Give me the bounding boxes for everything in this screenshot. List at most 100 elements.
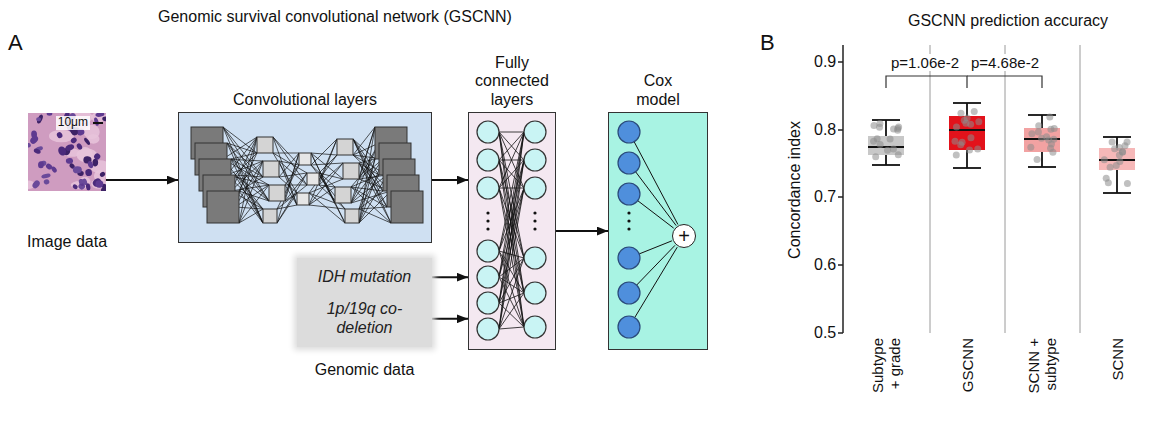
- data-point: [1049, 149, 1056, 156]
- ellipsis-dot: [486, 227, 489, 230]
- box-heading: Convolutional layers: [233, 91, 377, 109]
- filter-square: [335, 187, 351, 203]
- arrow-connector: [432, 179, 468, 181]
- y-tick: [838, 196, 843, 198]
- tissue-ground: [28, 113, 106, 191]
- panel-title: GSCNN prediction accuracy: [908, 12, 1108, 30]
- data-point: [1119, 149, 1126, 156]
- ellipsis-dot: [533, 219, 536, 222]
- cell-nucleus: [72, 184, 79, 191]
- data-point: [1035, 122, 1042, 129]
- data-point: [971, 108, 978, 115]
- conv-link: [309, 205, 345, 209]
- data-point: [1048, 141, 1055, 148]
- conv-link: [359, 191, 391, 223]
- filter-square: [257, 137, 273, 153]
- neuron-link: [499, 327, 524, 329]
- data-point: [957, 110, 964, 117]
- cell-nucleus: [83, 137, 91, 146]
- cell-nucleus: [41, 173, 51, 179]
- neuron: [524, 282, 546, 304]
- cell-nucleus: [93, 152, 102, 161]
- data-point: [1028, 130, 1035, 137]
- panel-title: Genomic survival convolutional network (…: [158, 8, 512, 26]
- cell-nucleus: [43, 178, 50, 185]
- box: [1099, 148, 1135, 170]
- conv-link: [239, 209, 263, 223]
- cox-unit: [618, 121, 640, 143]
- group-separator: [1080, 45, 1081, 333]
- arrow-connector: [556, 230, 608, 232]
- data-point: [1119, 149, 1126, 156]
- neuron: [477, 177, 499, 199]
- ellipsis-dot: [533, 211, 536, 214]
- significance-bracket: [886, 76, 967, 88]
- conv-link: [239, 137, 257, 223]
- cell-nucleus: [87, 160, 94, 169]
- data-point: [1116, 158, 1123, 165]
- whisker-cap: [1028, 166, 1056, 168]
- cell-nucleus: [28, 142, 31, 148]
- neuron: [524, 149, 546, 171]
- sum-link: [639, 241, 672, 254]
- arrow-connector: [432, 276, 468, 278]
- input-caption: Genomic data: [315, 361, 415, 379]
- data-point: [1034, 156, 1041, 163]
- cell-nucleus: [70, 136, 78, 144]
- conv-link: [353, 127, 375, 155]
- conv-link: [309, 193, 335, 203]
- cell-nucleus: [99, 171, 106, 178]
- data-point: [884, 147, 891, 154]
- data-point: [870, 138, 877, 145]
- neuron: [477, 121, 499, 143]
- category-label: SCNN: [1109, 338, 1126, 400]
- whisker-cap: [872, 119, 900, 121]
- filter-square: [263, 161, 279, 177]
- neuron: [477, 292, 499, 314]
- neuron: [524, 121, 546, 143]
- neuron-link: [499, 293, 524, 329]
- genomic-box: IDH mutation1p/19q co-deletionGenomic da…: [297, 258, 432, 347]
- cox-unit: [618, 152, 640, 174]
- neuron-link: [499, 258, 524, 303]
- cox-unit: [618, 316, 640, 338]
- y-tick: [838, 264, 843, 266]
- filter-square: [297, 193, 309, 205]
- neuron: [477, 240, 499, 262]
- cell-nucleus: [29, 134, 40, 145]
- cell-nucleus: [45, 163, 53, 171]
- category-label: SCNN + subtype: [1025, 338, 1060, 400]
- whisker-cap: [1103, 192, 1131, 194]
- data-point: [872, 153, 879, 160]
- group-separator: [1005, 45, 1006, 333]
- neuron: [477, 318, 499, 340]
- neuron-link: [499, 258, 524, 329]
- ellipsis-dot: [627, 219, 630, 222]
- neuron-link: [499, 132, 524, 329]
- p-value: p=4.68e-2: [969, 54, 1041, 71]
- data-point: [966, 146, 973, 153]
- conv-link: [359, 175, 379, 209]
- fc-illustration: [469, 113, 554, 348]
- sum-link: [637, 245, 675, 285]
- arrow-connector: [106, 179, 178, 181]
- tick-label: 0.8: [814, 121, 836, 139]
- neuron-link: [499, 132, 524, 133]
- conv-link: [239, 153, 257, 191]
- conv-link: [279, 153, 299, 177]
- sum-link: [634, 142, 678, 225]
- cell-nucleus: [85, 169, 92, 177]
- tick-label: 0.6: [814, 256, 836, 274]
- data-point: [1101, 156, 1108, 163]
- p-value: p=1.06e-2: [889, 54, 961, 71]
- ellipsis-dot: [627, 227, 630, 230]
- panel-letter: B: [760, 30, 775, 55]
- data-point: [1107, 164, 1114, 171]
- category-label: GSCNN: [959, 338, 976, 400]
- sum-link: [635, 247, 678, 317]
- filter-square: [299, 153, 311, 165]
- conv-link: [231, 185, 269, 191]
- ellipsis-dot: [486, 219, 489, 222]
- cell-nucleus: [38, 161, 44, 168]
- data-point: [967, 134, 974, 141]
